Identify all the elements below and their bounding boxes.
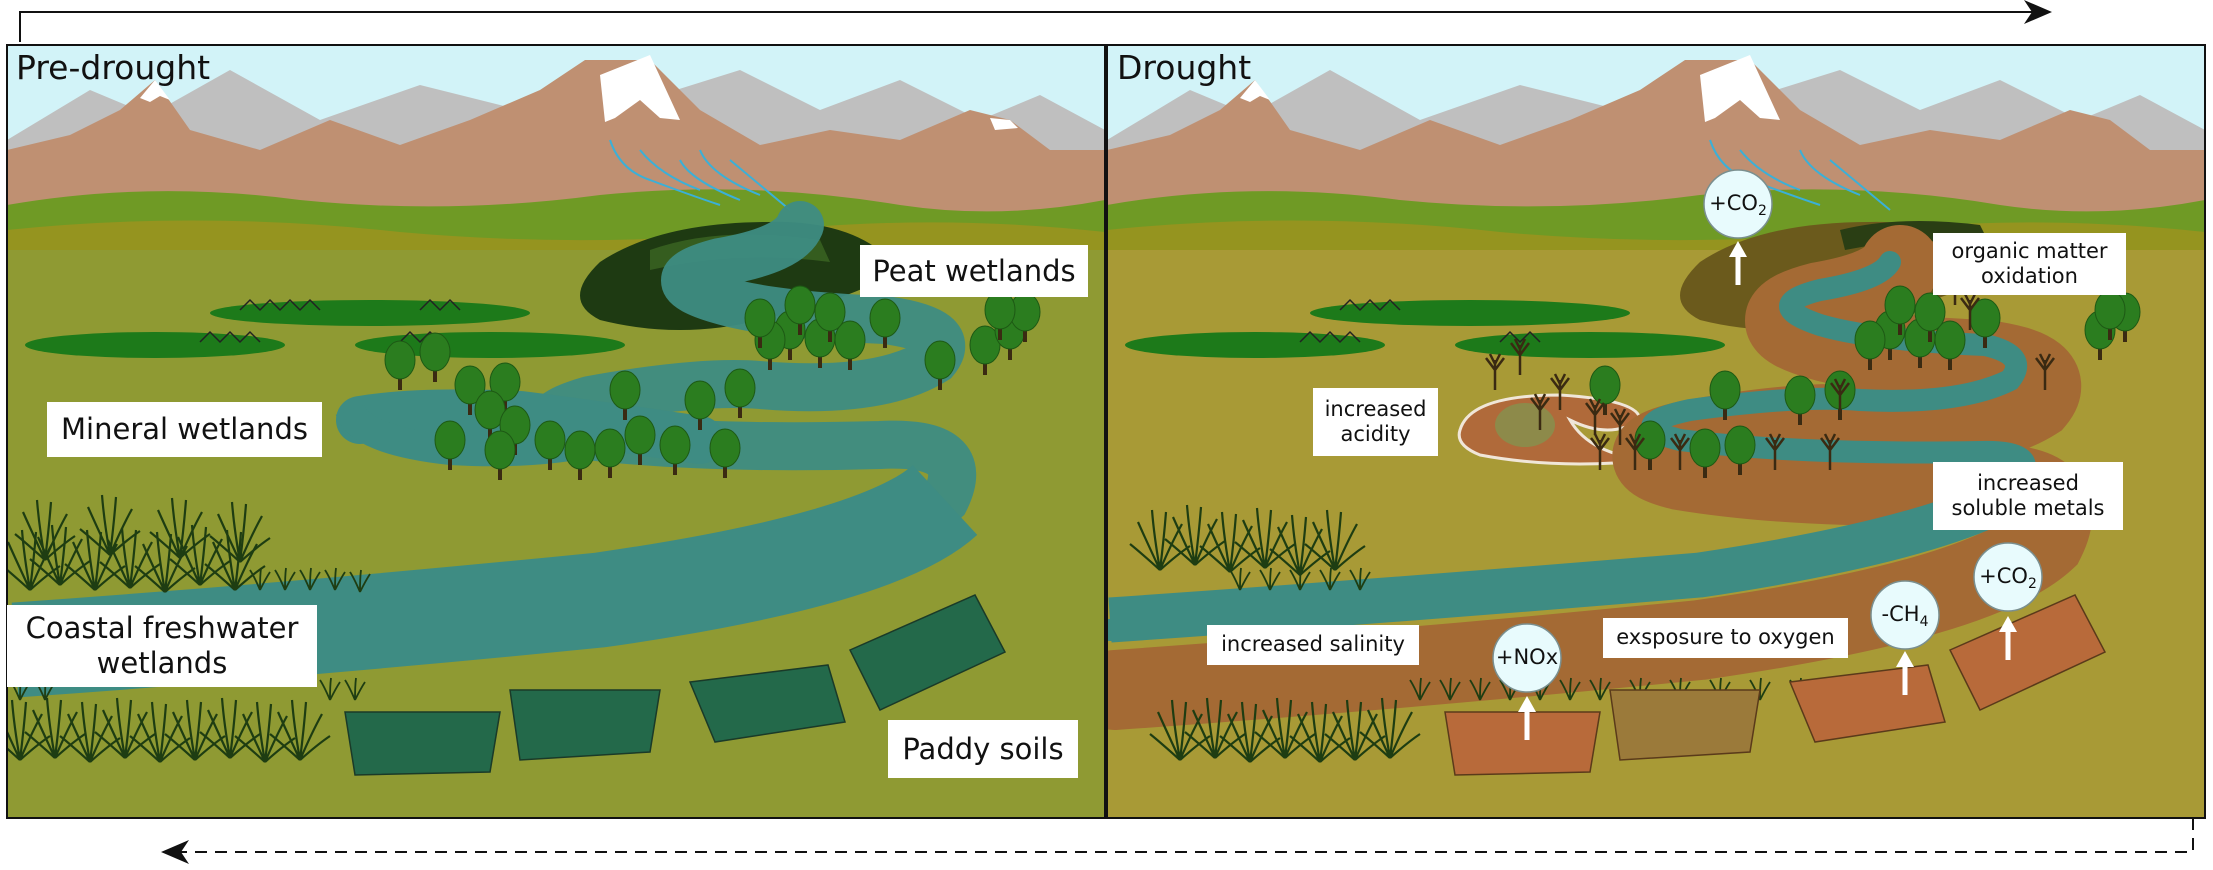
mineral-oval-1 bbox=[210, 300, 530, 326]
increased-soluble-metals-label: increased soluble metals bbox=[1933, 462, 2123, 530]
top-arrow bbox=[19, 0, 2052, 42]
exposure-to-oxygen-label: exsposure to oxygen bbox=[1603, 618, 1848, 658]
pre-drought-title: Pre-drought bbox=[16, 48, 211, 87]
pre-drought-panel bbox=[7, 45, 1105, 818]
nox-label: +NOx bbox=[1495, 645, 1559, 669]
drought-title: Drought bbox=[1117, 48, 1252, 87]
increased-acidity-label: increased acidity bbox=[1313, 388, 1438, 456]
ch4-label: -CH4 bbox=[1881, 602, 1929, 631]
glacier-streams bbox=[609, 139, 791, 211]
left-panel-border bbox=[6, 44, 1106, 819]
bottom-dashed-arrow bbox=[161, 818, 2194, 864]
co2-right-label: +CO2 bbox=[1979, 564, 2037, 593]
drought-panel bbox=[1107, 45, 2205, 818]
co2-top-label: +CO2 bbox=[1709, 191, 1767, 220]
snow-cap-2 bbox=[600, 55, 680, 122]
snow-cap-3 bbox=[990, 118, 1018, 130]
coastal-freshwater-wetlands-label: Coastal freshwater wetlands bbox=[7, 605, 317, 687]
mineral-oval-2 bbox=[25, 332, 285, 358]
cycle-arrows bbox=[19, 0, 2194, 864]
increased-salinity-label: increased salinity bbox=[1207, 625, 1419, 665]
snow-cap-1 bbox=[140, 80, 170, 102]
organic-matter-oxidation-label: organic matter oxidation bbox=[1933, 233, 2126, 295]
paddy-fields-left bbox=[344, 594, 1007, 776]
paddy-fields-right bbox=[1444, 594, 2107, 776]
right-panel-border bbox=[1106, 44, 2206, 819]
paddy-soils-label: Paddy soils bbox=[888, 720, 1078, 778]
mountains-front bbox=[7, 60, 1105, 240]
mineral-wetlands-label: Mineral wetlands bbox=[47, 402, 322, 457]
peat-wetlands-label: Peat wetlands bbox=[860, 245, 1088, 297]
